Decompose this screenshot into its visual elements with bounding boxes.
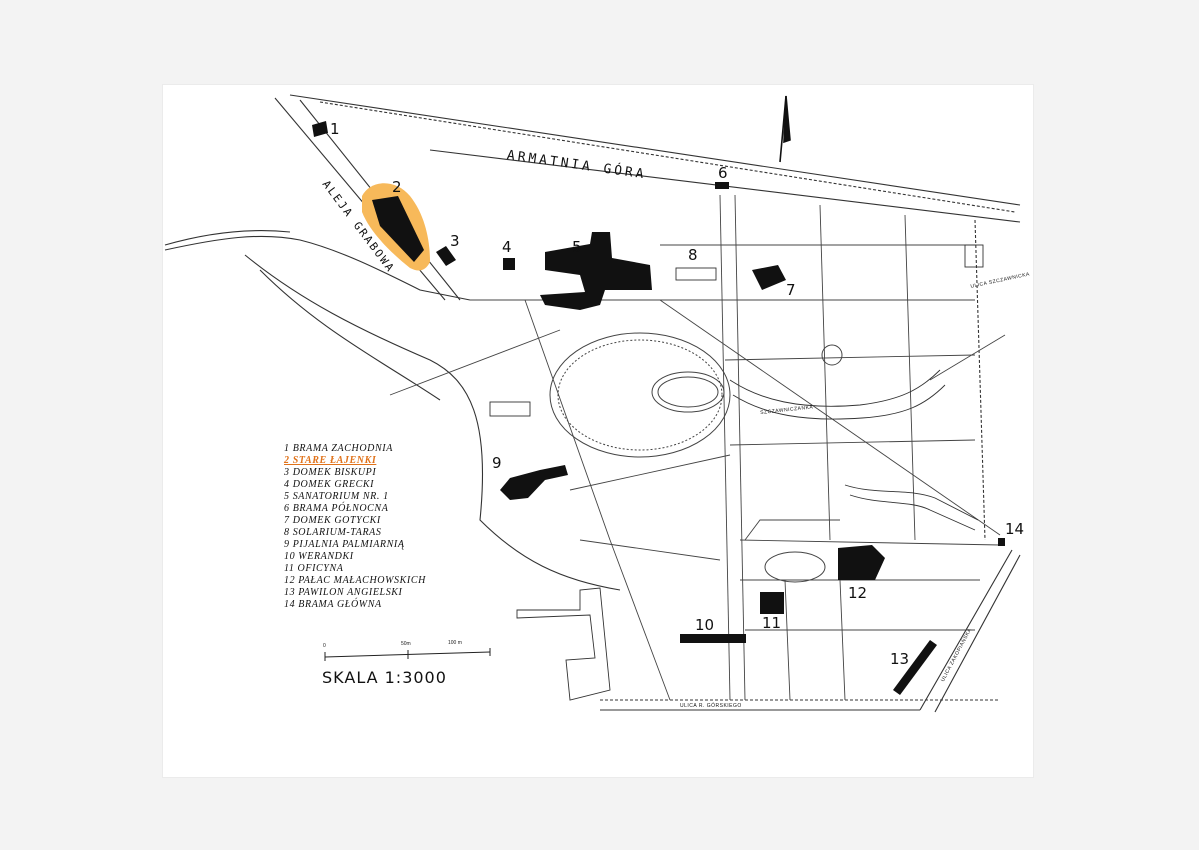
legend-item: 11 OFICYNA bbox=[284, 563, 344, 574]
legend-item: 12 PAŁAC MAŁACHOWSKICH bbox=[284, 575, 426, 586]
building-14 bbox=[998, 538, 1005, 546]
legend-item: 5 SANATORIUM NR. 1 bbox=[284, 491, 389, 502]
street-label-bottom: ULICA R. GÓRSKIEGO bbox=[680, 703, 742, 709]
oval-lawn bbox=[549, 332, 843, 583]
building-7 bbox=[752, 265, 786, 290]
legend-item: 13 PAWILON ANGIELSKI bbox=[284, 587, 403, 598]
marker-14: 14 bbox=[1005, 520, 1025, 538]
legend-item: 8 SOLARIUM-TARAS bbox=[284, 527, 382, 538]
buildings bbox=[312, 121, 1005, 695]
marker-5: 5 bbox=[572, 238, 582, 256]
building-11 bbox=[760, 592, 784, 614]
legend-item-highlighted: 2 STARE ŁAJENKI bbox=[284, 455, 377, 466]
stream bbox=[729, 369, 979, 531]
legend-item: 9 PIJALNIA PALMIARNIĄ bbox=[284, 539, 405, 550]
park-paths bbox=[389, 194, 1006, 701]
legend-item: 3 DOMEK BISKUPI bbox=[284, 467, 377, 478]
marker-13: 13 bbox=[890, 650, 910, 668]
building-2-highlight bbox=[362, 183, 430, 271]
building-10 bbox=[680, 634, 746, 643]
marker-7: 7 bbox=[786, 281, 796, 299]
legend-item: 4 DOMEK GRECKI bbox=[284, 479, 375, 490]
marker-2: 2 bbox=[392, 178, 402, 196]
marker-8: 8 bbox=[688, 246, 698, 264]
legend-item: 10 WERANDKI bbox=[284, 551, 354, 562]
building-3 bbox=[436, 246, 456, 266]
north-arrow-icon bbox=[779, 95, 791, 163]
street-lines bbox=[164, 94, 1021, 713]
scale-tick-0: 0 bbox=[323, 643, 326, 649]
map-sheet bbox=[163, 85, 1033, 777]
map-legend: 1 BRAMA ZACHODNIA 2 STARE ŁAJENKI 3 DOME… bbox=[284, 443, 426, 611]
scale-bar bbox=[324, 648, 491, 661]
building-1 bbox=[312, 121, 328, 137]
legend-item: 1 BRAMA ZACHODNIA bbox=[284, 443, 393, 454]
marker-6: 6 bbox=[718, 164, 728, 182]
scale-title: SKALA 1:3000 bbox=[322, 668, 447, 687]
scale-tick-100: 100 m bbox=[448, 640, 462, 646]
marker-4: 4 bbox=[502, 238, 512, 256]
legend-item: 14 BRAMA GŁÓWNA bbox=[284, 599, 382, 610]
building-5 bbox=[540, 232, 652, 310]
building-6 bbox=[715, 182, 729, 189]
legend-item: 6 BRAMA PÓŁNOCNA bbox=[284, 503, 389, 514]
marker-12: 12 bbox=[848, 584, 868, 602]
scale-tick-50: 50m bbox=[401, 641, 411, 647]
marker-10: 10 bbox=[695, 616, 715, 634]
building-12 bbox=[838, 545, 885, 580]
marker-9: 9 bbox=[492, 454, 502, 472]
building-4 bbox=[503, 258, 515, 270]
building-9 bbox=[500, 465, 568, 500]
outline-buildings bbox=[489, 244, 984, 701]
marker-11: 11 bbox=[762, 614, 782, 632]
marker-1: 1 bbox=[330, 120, 340, 138]
marker-3: 3 bbox=[450, 232, 460, 250]
building-13 bbox=[893, 640, 937, 695]
legend-item: 7 DOMEK GOTYCKI bbox=[284, 515, 381, 526]
